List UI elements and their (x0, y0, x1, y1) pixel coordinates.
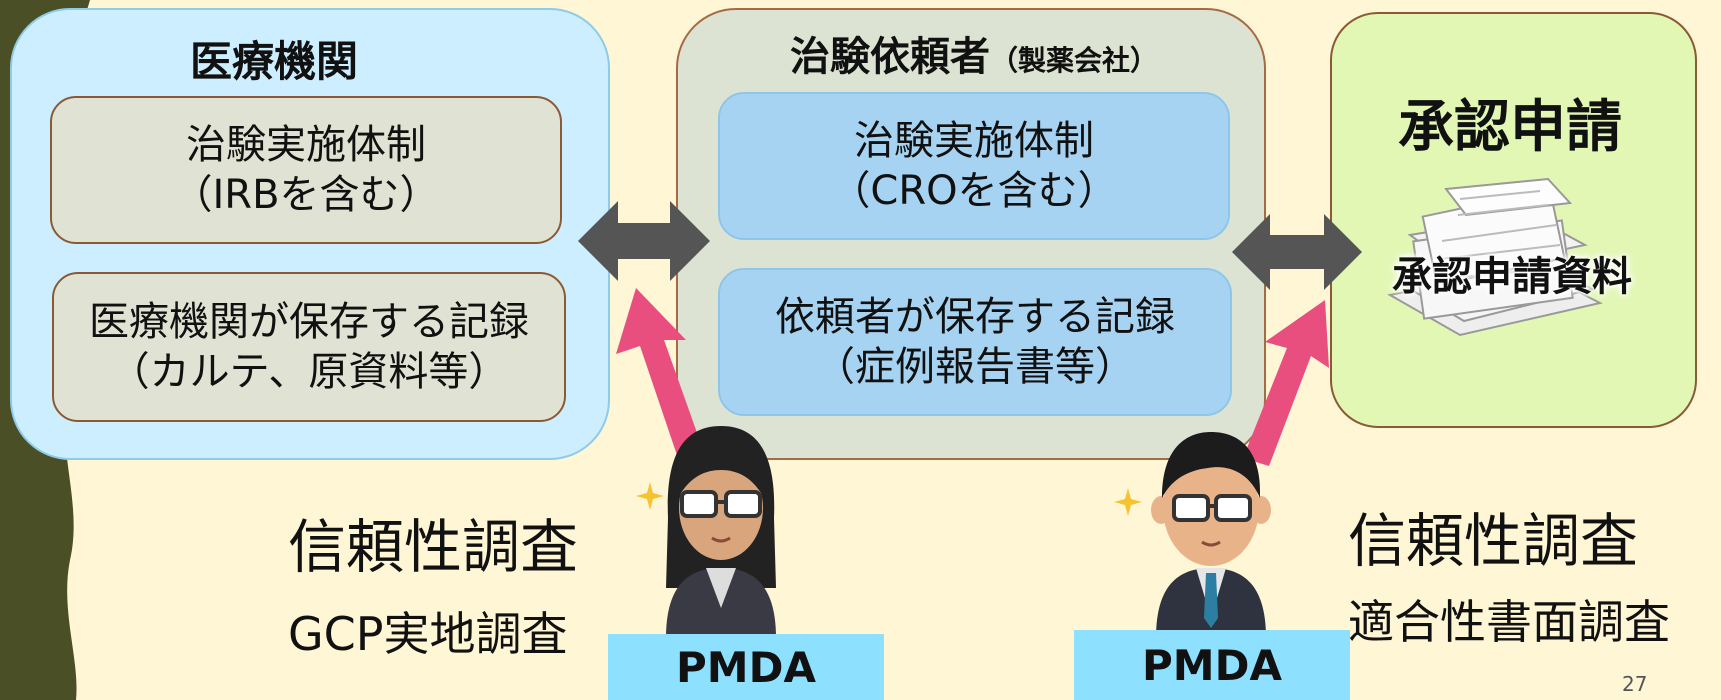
application-documents-label: 承認申請資料 (1392, 254, 1632, 300)
right-inspection-line1: 信頼性調査 (1348, 507, 1639, 575)
sponsor-title-main: 治験依頼者 (790, 34, 990, 80)
right-inspection-line2: 適合性書面調査 (1348, 595, 1670, 649)
application-title: 承認申請 (1398, 95, 1622, 160)
medical-system-line2: （IRBを含む） (172, 172, 440, 218)
medical-records-box: 医療機関が保存する記録 （カルテ、原資料等） (52, 272, 566, 422)
page-number: 27 (1622, 672, 1648, 696)
pmda-badge-left: PMDA (608, 634, 884, 700)
sponsor-system-line1: 治験実施体制 (854, 118, 1094, 164)
left-inspection-line1: 信頼性調査 (288, 513, 579, 581)
sponsor-system-box: 治験実施体制 （CROを含む） (718, 92, 1230, 240)
pink-arrow-right (1243, 300, 1329, 466)
male-inspector-illustration (1151, 432, 1271, 638)
sponsor-records-line1: 依頼者が保存する記録 (775, 294, 1175, 340)
medical-system-box: 治験実施体制 （IRBを含む） (50, 96, 562, 244)
sponsor-system-line2: （CROを含む） (830, 168, 1118, 214)
medical-records-line1: 医療機関が保存する記録 (89, 299, 529, 345)
medical-system-line1: 治験実施体制 (186, 122, 426, 168)
double-arrow-right (1232, 214, 1362, 290)
document-stack-icon (1387, 177, 1603, 337)
female-inspector-illustration (666, 426, 776, 638)
sponsor-records-box: 依頼者が保存する記録 （症例報告書等） (718, 268, 1232, 416)
pink-arrow-left (616, 288, 706, 464)
medical-records-line2: （カルテ、原資料等） (109, 349, 509, 395)
left-inspection-line2: GCP実地調査 (288, 607, 568, 661)
sparkle-icon (636, 482, 664, 510)
medical-institution-title: 医療機関 (190, 37, 359, 86)
double-arrow-left (578, 201, 710, 281)
sponsor-records-line2: （症例報告書等） (815, 344, 1135, 390)
sparkle-icon-2 (1114, 488, 1142, 516)
sponsor-title: 治験依頼者（製薬会社） (790, 24, 1158, 82)
sponsor-title-note: （製薬会社） (990, 44, 1159, 77)
pmda-badge-right: PMDA (1074, 630, 1350, 700)
